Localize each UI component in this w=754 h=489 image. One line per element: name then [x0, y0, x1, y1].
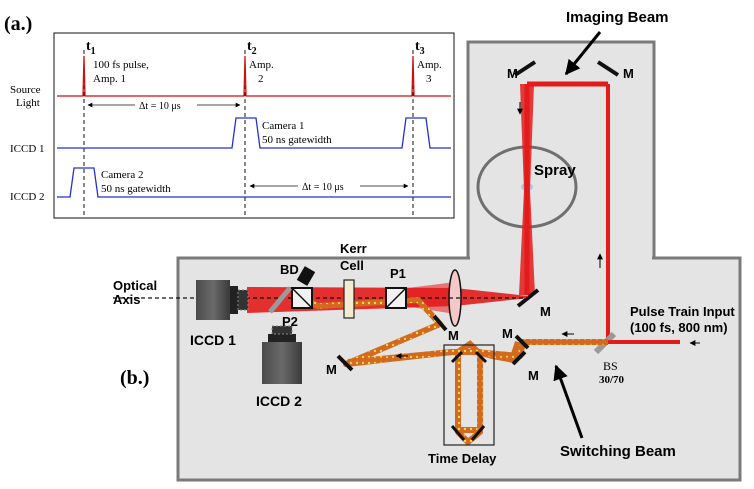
mirror-label-5: M	[528, 368, 539, 383]
mirror-top-left	[513, 60, 537, 77]
imaging-beam-pointer	[564, 31, 602, 76]
timing-diagram: Δt = 10 μs Δt = 10 μs t1 t2 t3 100 fs pu…	[4, 13, 455, 219]
time-delay-label: Time Delay	[428, 451, 497, 466]
bs-label-1: BS	[603, 359, 618, 373]
row-iccd2: ICCD 2	[10, 191, 45, 203]
mirror-switch-2	[511, 350, 527, 366]
row-iccd1: ICCD 1	[10, 143, 45, 155]
beam-dump	[296, 266, 316, 286]
source-light-trace	[57, 55, 451, 97]
mirror-label-6: M	[448, 328, 459, 343]
delta-t-label-1: Δt = 10 μs	[139, 101, 181, 112]
row-source-2: Light	[16, 97, 40, 109]
imaging-beam-path	[519, 81, 610, 342]
mirror-label-1: M	[507, 66, 518, 81]
row-source-1: Source	[10, 84, 41, 96]
pickoff-plate	[268, 286, 292, 314]
optical-axis-label-1: Optical	[113, 278, 157, 293]
mirror-label-3: M	[540, 304, 551, 319]
kerr-label-2: Cell	[340, 258, 364, 273]
t3-label: t3	[415, 39, 425, 57]
spray-label: Spray	[534, 162, 576, 179]
switching-beam-label: Switching Beam	[560, 443, 676, 460]
delta-t-label-2: Δt = 10 μs	[302, 182, 344, 193]
delay-mirror-right	[474, 350, 488, 364]
t1-note-2: Amp. 1	[93, 73, 126, 85]
t1-note-1: 100 fs pulse,	[93, 59, 149, 71]
part-b-label: (b.)	[120, 367, 149, 389]
mirror-switch-1	[514, 334, 530, 350]
mirror-label-2: M	[623, 66, 634, 81]
iccd1-trace	[57, 117, 451, 149]
iccd2-trace	[57, 167, 451, 198]
pulse-train-label-2: (100 fs, 800 nm)	[630, 320, 728, 335]
optical-axis-label-2: Axis	[113, 292, 140, 307]
mirror-switch-3	[336, 354, 354, 372]
camera2-note-1: Camera 2	[101, 169, 143, 181]
bd-label: BD	[280, 262, 299, 277]
time-delay-box	[443, 344, 495, 446]
bs-label-2: 30/70	[599, 374, 625, 386]
t2-label: t2	[247, 39, 257, 57]
switching-beam-pointer	[553, 364, 584, 439]
kerr-label-1: Kerr	[340, 241, 367, 256]
optical-setup: Imaging Beam Spray Kerr Cell BD P1 P2 Op…	[113, 9, 742, 482]
t3-note-1: Amp.	[417, 59, 442, 71]
iccd1-camera	[196, 280, 249, 320]
camera2-note-2: 50 ns gatewidth	[101, 183, 171, 195]
imaging-beam-label: Imaging Beam	[566, 9, 669, 26]
mirror-label-4: M	[502, 326, 513, 341]
delay-mirror-bottom-right	[470, 425, 486, 441]
mirror-label-7: M	[326, 362, 337, 377]
delay-mirror-left	[450, 350, 464, 364]
iccd1-label: ICCD 1	[190, 332, 236, 348]
mirror-top-right	[596, 60, 620, 77]
t1-label: t1	[86, 39, 96, 57]
camera1-note-1: Camera 1	[262, 120, 304, 132]
iccd2-camera	[262, 325, 302, 384]
iccd2-label: ICCD 2	[256, 393, 302, 409]
pulse-train-label-1: Pulse Train Input	[630, 304, 735, 319]
p2-label: P2	[282, 314, 298, 329]
t3-note-2: 3	[426, 73, 432, 85]
part-a-label: (a.)	[4, 13, 32, 35]
t2-note-1: Amp.	[249, 59, 274, 71]
delay-mirror-bottom-left	[450, 425, 466, 441]
p1-label: P1	[390, 266, 406, 281]
mirror-switch-4	[432, 314, 448, 332]
t2-note-2: 2	[258, 73, 264, 85]
kerr-cell	[343, 279, 355, 319]
camera1-note-2: 50 ns gatewidth	[262, 134, 332, 146]
